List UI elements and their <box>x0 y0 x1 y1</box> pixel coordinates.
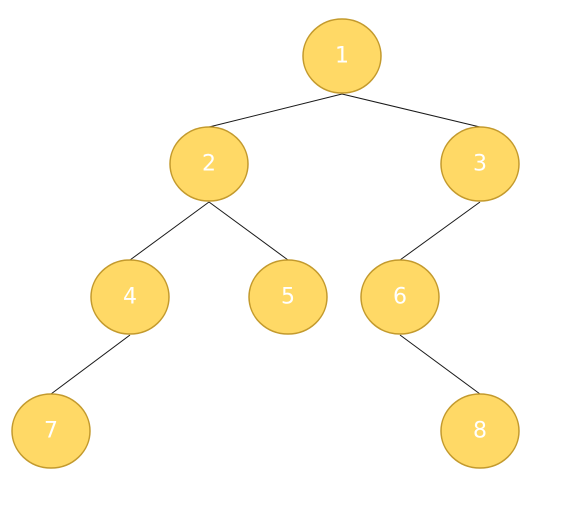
edge-6-8 <box>399 334 481 395</box>
node-circle-6 <box>360 259 440 335</box>
edge-1-3 <box>341 93 481 128</box>
node-2: 2 <box>169 126 249 202</box>
node-8: 8 <box>440 393 520 469</box>
node-label-4: 4 <box>123 285 137 310</box>
node-circle-4 <box>90 259 170 335</box>
node-label-7: 7 <box>44 419 58 444</box>
node-circle-1 <box>302 18 382 94</box>
node-circle-2 <box>169 126 249 202</box>
node-label-2: 2 <box>202 152 216 177</box>
node-circle-7 <box>11 393 91 469</box>
edge-4-7 <box>50 334 131 395</box>
node-label-3: 3 <box>473 152 487 177</box>
edge-2-4 <box>129 201 210 261</box>
edge-2-5 <box>208 201 289 261</box>
edge-3-6 <box>399 201 481 261</box>
node-circle-8 <box>440 393 520 469</box>
node-3: 3 <box>440 126 520 202</box>
node-4: 4 <box>90 259 170 335</box>
node-label-6: 6 <box>393 285 407 310</box>
tree-nodes: 1 2 3 4 5 6 7 8 <box>11 18 520 469</box>
node-5: 5 <box>248 259 328 335</box>
node-circle-5 <box>248 259 328 335</box>
node-6: 6 <box>360 259 440 335</box>
node-label-5: 5 <box>281 285 295 310</box>
node-label-8: 8 <box>473 419 487 444</box>
node-label-1: 1 <box>335 44 349 69</box>
node-1: 1 <box>302 18 382 94</box>
tree-edges <box>50 93 481 395</box>
node-7: 7 <box>11 393 91 469</box>
node-circle-3 <box>440 126 520 202</box>
edge-1-2 <box>208 93 343 128</box>
